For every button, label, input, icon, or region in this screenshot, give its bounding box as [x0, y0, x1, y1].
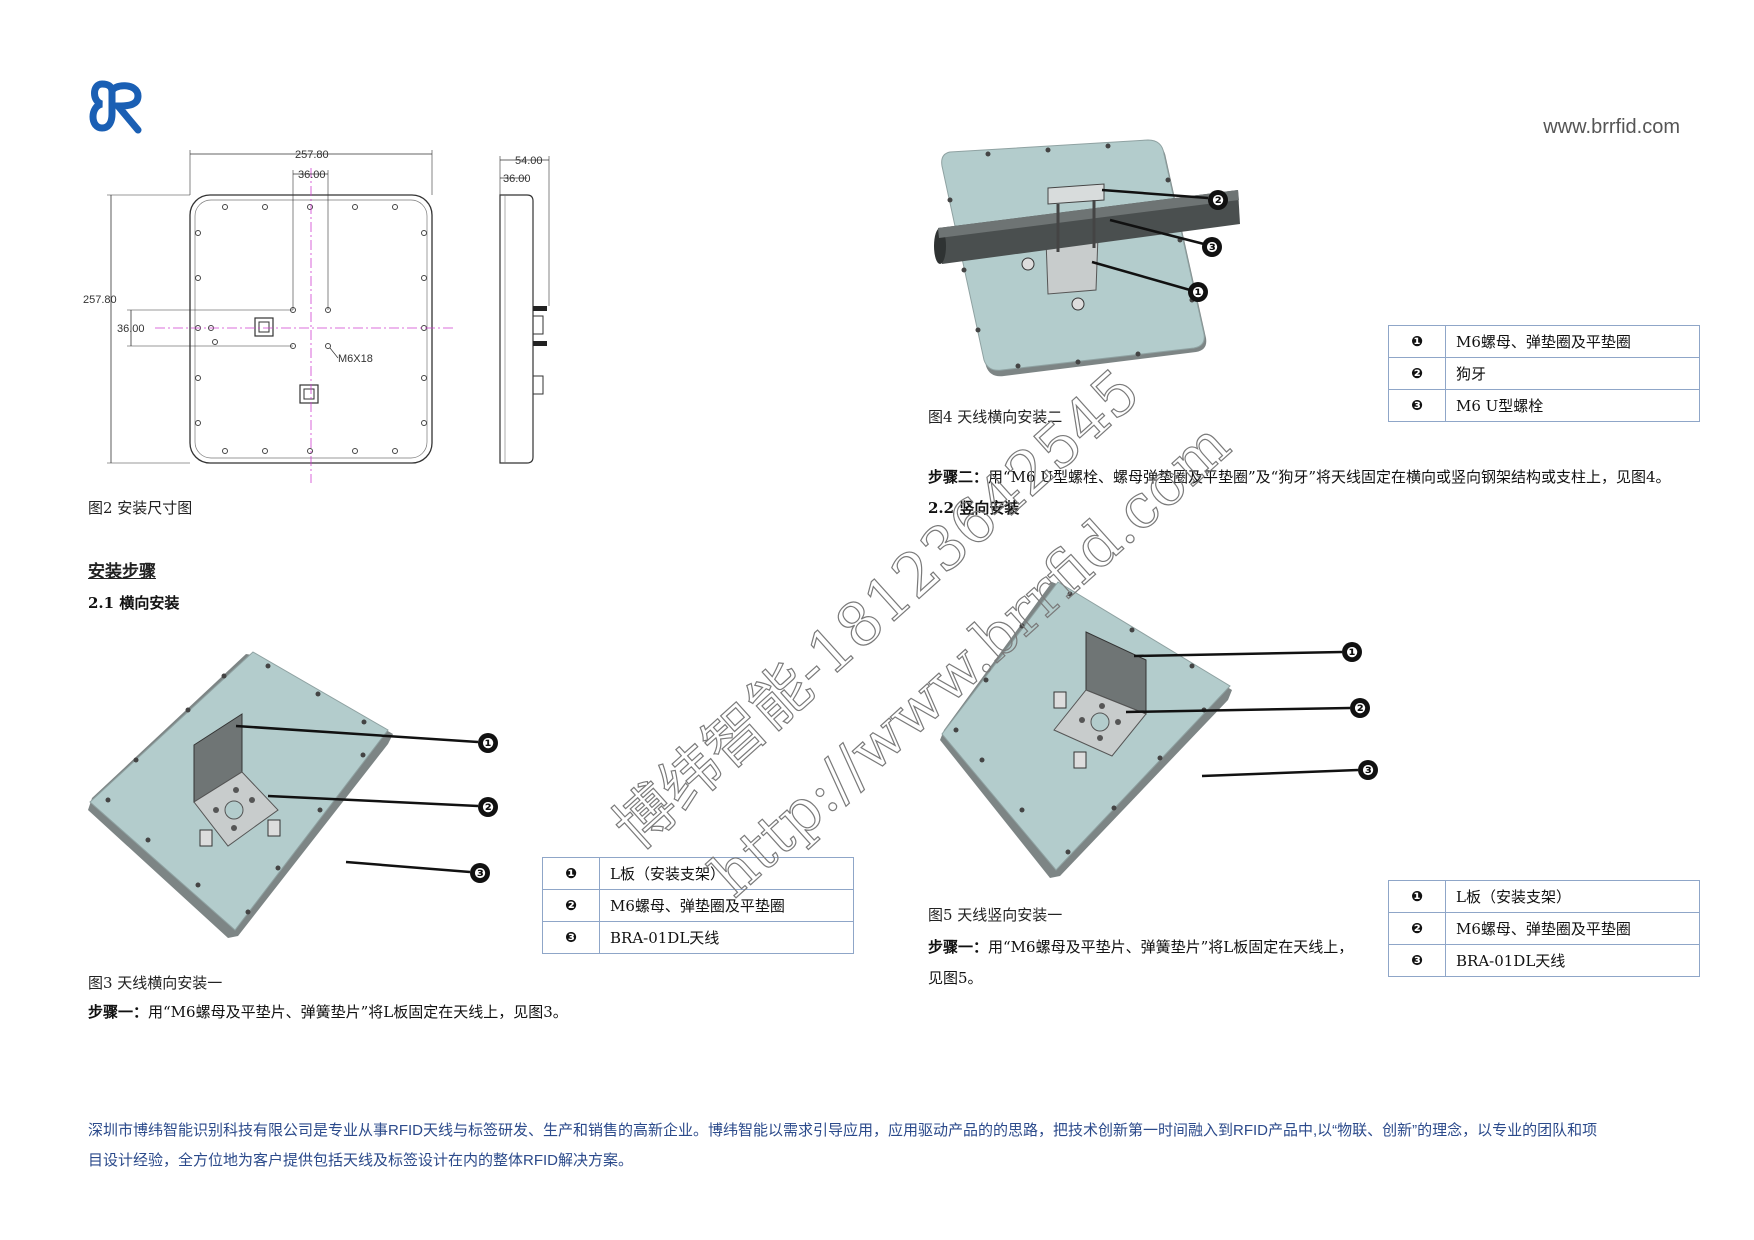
installation-dimension-drawing: 257.80 36.00 257.80 36.00 M6X18 54.00 36… [83, 149, 550, 483]
marker-2: ❷ [1212, 193, 1224, 209]
marker-1: ❶ [1192, 285, 1204, 301]
figure5-legend-table: ❶ L板（安装支架） ❷ M6螺母、弹垫圈及平垫圈 ❸ BRA-01DL天线 [1388, 880, 1700, 977]
footer-line-1: 深圳市博纬智能识别科技有限公司是专业从事RFID天线与标签研发、生产和销售的高新… [88, 1122, 1598, 1139]
figure3-markers: ❶ ❷ ❸ [470, 733, 498, 883]
figure5-caption: 图5 天线竖向安装一 [928, 906, 1063, 924]
table-row: ❷ M6螺母、弹垫圈及平垫圈 [1388, 912, 1700, 945]
website-url: www.brrfid.com [1543, 116, 1680, 138]
side-offset-dimension: 36.00 [503, 173, 531, 185]
step1-vertical: 步骤一：用“M6螺母及平垫片、弹簧垫片”将L板固定在天线上， [928, 938, 1354, 956]
step1-horizontal: 步骤一：用“M6螺母及平垫片、弹簧垫片”将L板固定在天线上，见图3。 [88, 1003, 568, 1021]
left-offset-dimension: 36.00 [117, 323, 145, 335]
figure3-caption: 图3 天线横向安装一 [88, 974, 223, 992]
section-title: 安装步骤 [88, 562, 156, 582]
figure4-caption: 图4 天线横向安装二 [928, 408, 1063, 426]
figure2-caption: 图2 安装尺寸图 [88, 499, 193, 517]
top-offset-dimension: 36.00 [298, 169, 326, 181]
table-row: ❸ BRA-01DL天线 [1388, 944, 1700, 977]
table-row: ❷ 狗牙 [1388, 357, 1700, 390]
marker-3: ❸ [1362, 763, 1374, 779]
figure4-markers: ❷ ❸ ❶ [1188, 190, 1228, 302]
depth-dimension: 54.00 [515, 155, 543, 167]
step1-vertical-cont: 见图5。 [928, 969, 983, 987]
marker-1: ❶ [1346, 645, 1358, 661]
table-row: ❶ M6螺母、弹垫圈及平垫圈 [1388, 325, 1700, 358]
footer-line-2: 目设计经验，全方位地为客户提供包括天线及标签设计在内的整体RFID解决方案。 [88, 1152, 633, 1169]
bolt-callout: M6X18 [338, 353, 373, 365]
figure3-horizontal-install: ❶ ❷ ❸ [88, 651, 498, 938]
marker-2: ❷ [1354, 701, 1366, 717]
figure4-pole-install: ❷ ❸ ❶ [934, 139, 1240, 377]
step2-horizontal: 步骤二：用“M6 U型螺栓、螺母弹垫圈及平垫圈”及“狗牙”将天线固定在横向或竖向… [928, 468, 1671, 486]
figure5-markers: ❶ ❷ ❸ [1342, 642, 1378, 780]
brand-logo [89, 80, 142, 134]
company-footer: 深圳市博纬智能识别科技有限公司是专业从事RFID天线与标签研发、生产和销售的高新… [88, 1116, 1688, 1176]
table-row: ❸ BRA-01DL天线 [542, 921, 854, 954]
table-row: ❶ L板（安装支架） [1388, 880, 1700, 913]
table-row: ❷ M6螺母、弹垫圈及平垫圈 [542, 889, 854, 922]
marker-1: ❶ [482, 736, 494, 752]
table-row: ❶ L板（安装支架） [542, 857, 854, 890]
subheading-vertical: 2.2 竖向安装 [928, 499, 1020, 517]
marker-2: ❷ [482, 800, 494, 816]
marker-3: ❸ [1206, 240, 1218, 256]
marker-3: ❸ [474, 866, 486, 882]
figure5-vertical-install: ❶ ❷ ❸ [940, 581, 1378, 878]
figure4-legend-table: ❶ M6螺母、弹垫圈及平垫圈 ❷ 狗牙 ❸ M6 U型螺栓 [1388, 325, 1700, 422]
height-dimension: 257.80 [83, 294, 117, 306]
subheading-horizontal: 2.1 横向安装 [88, 594, 180, 612]
table-row: ❸ M6 U型螺栓 [1388, 389, 1700, 422]
width-dimension: 257.80 [295, 149, 329, 161]
figure3-legend-table: ❶ L板（安装支架） ❷ M6螺母、弹垫圈及平垫圈 ❸ BRA-01DL天线 [542, 857, 854, 954]
